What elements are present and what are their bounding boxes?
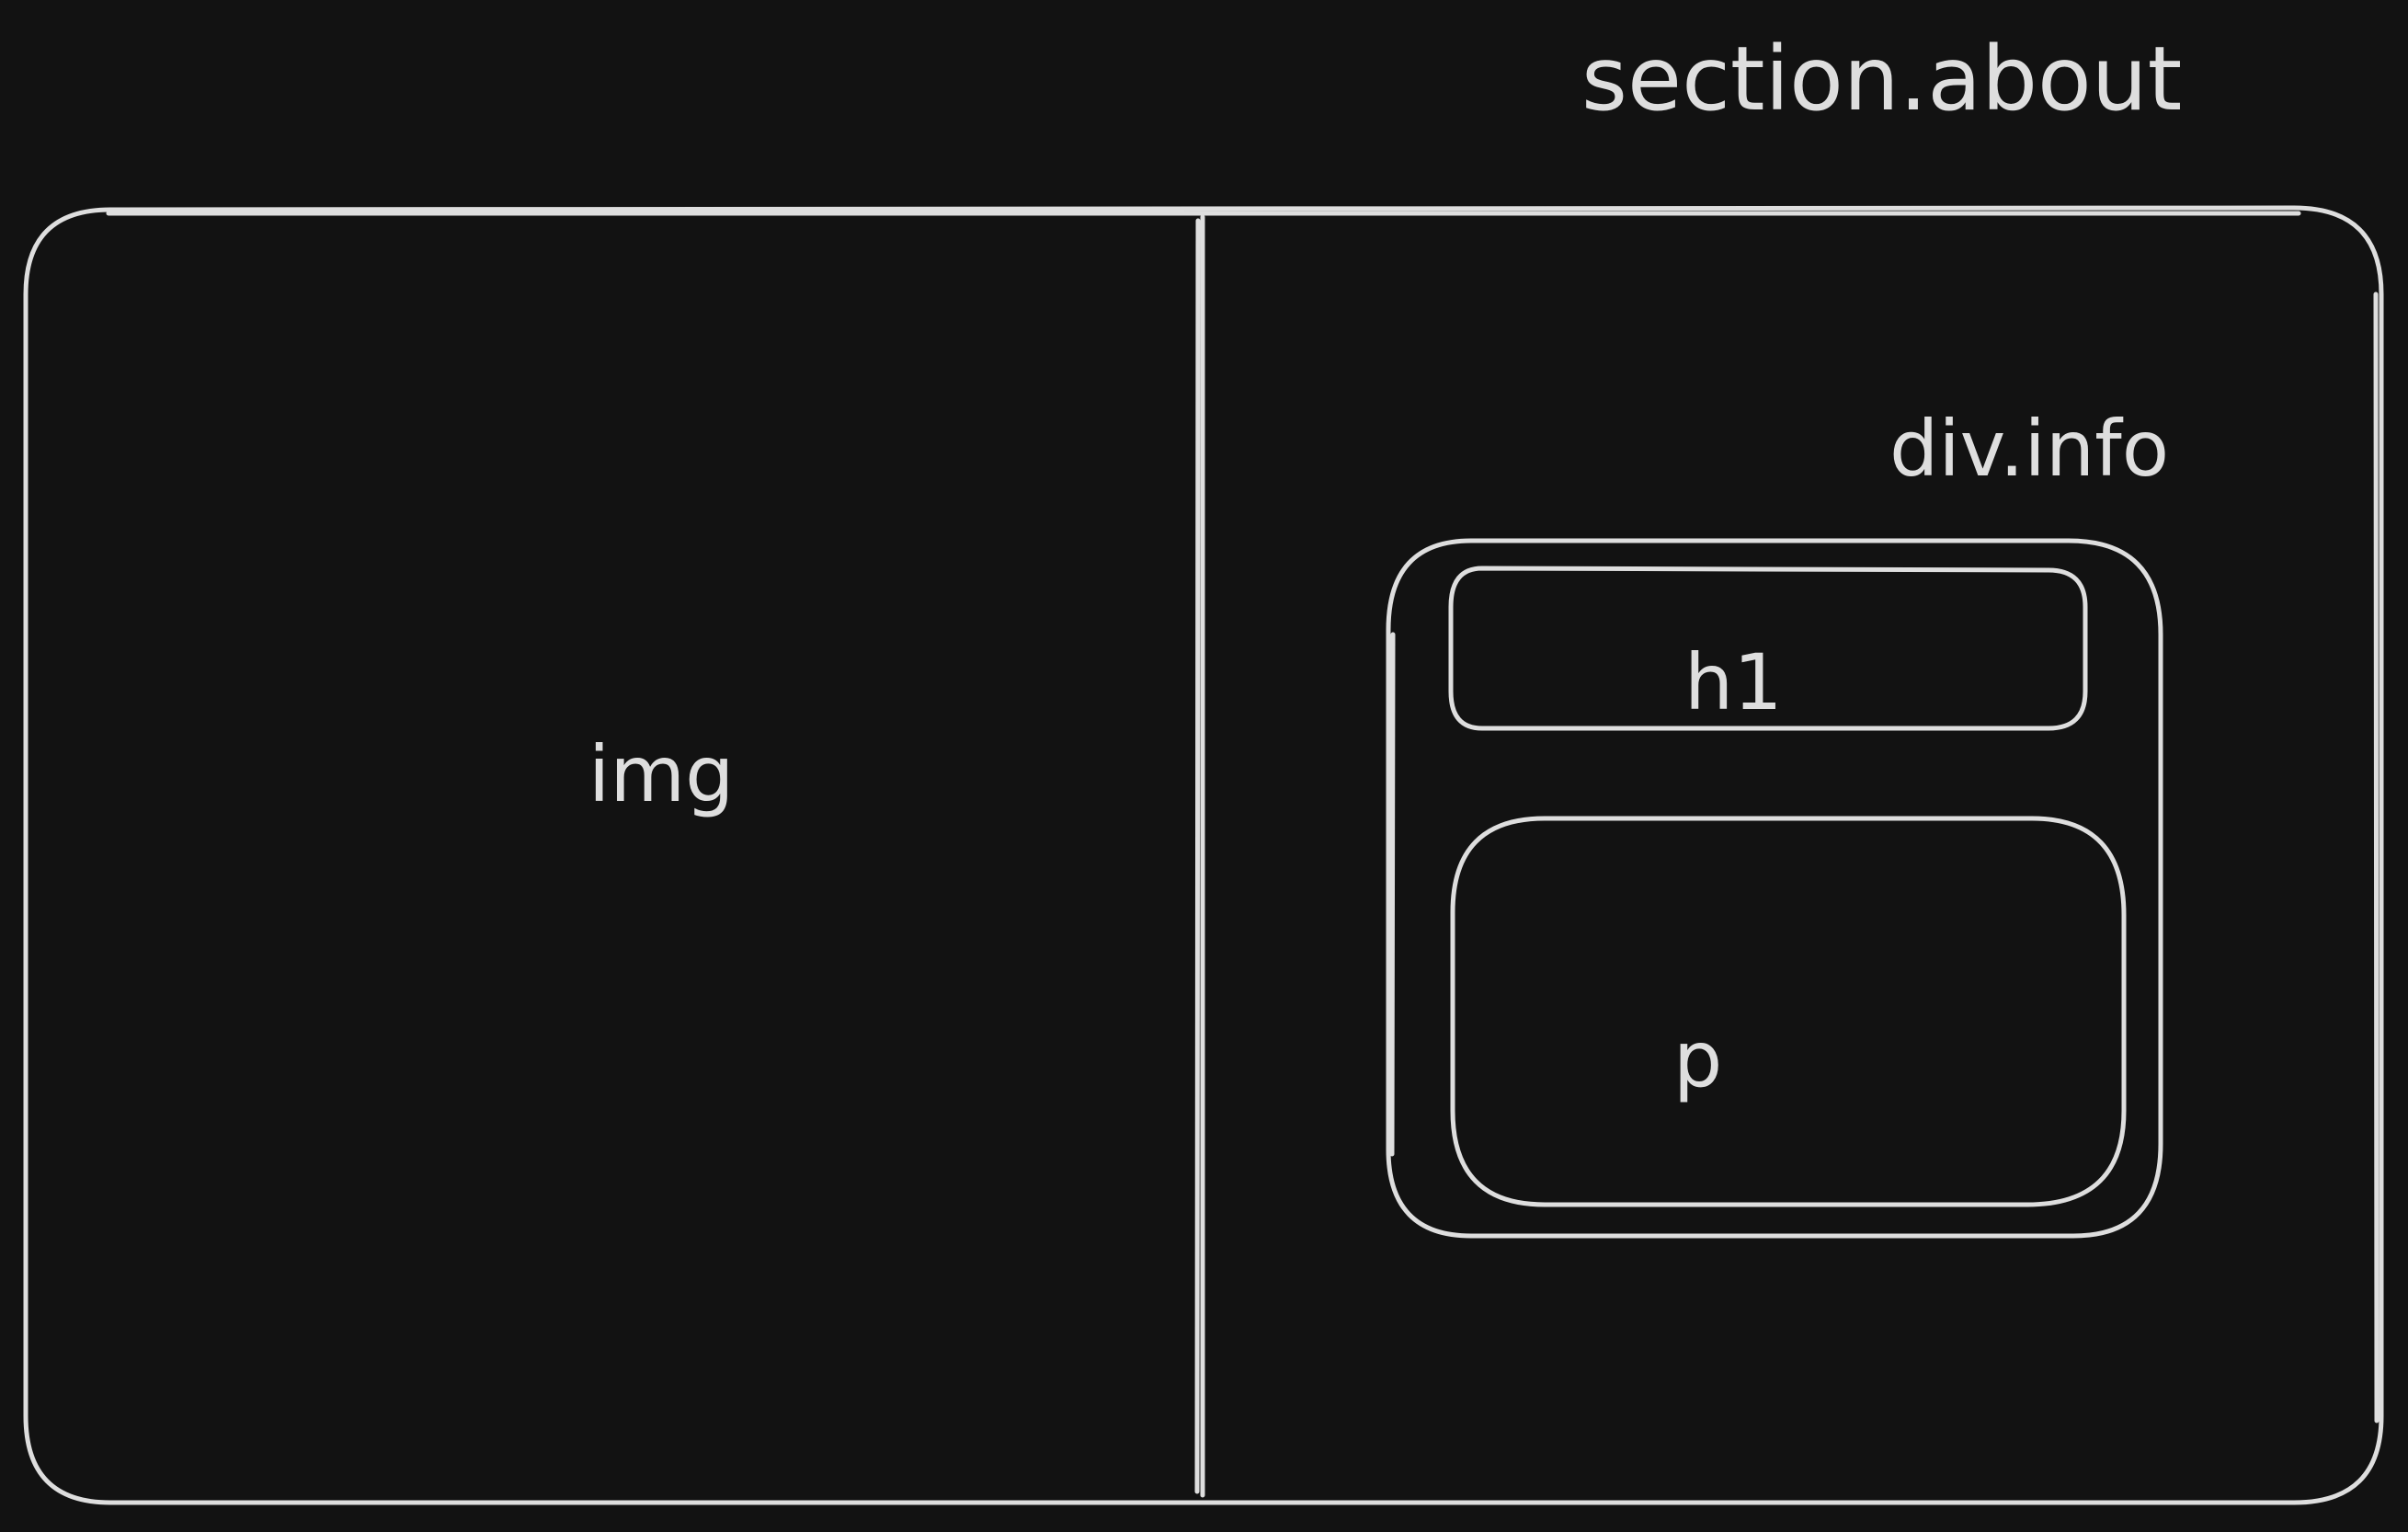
section-box-edge (106, 211, 2379, 1423)
column-divider (1194, 214, 1205, 1498)
img-label: img (588, 729, 735, 819)
info-box (1386, 538, 2163, 1239)
p-label: p (1673, 1014, 1723, 1104)
heading-box (1448, 566, 2088, 731)
info-box-edge (1389, 632, 1396, 1157)
div-info-label: div.info (1889, 404, 2170, 494)
section-about-label: section.about (1581, 28, 2183, 131)
h1-label: h1 (1684, 637, 1783, 727)
paragraph-box (1450, 816, 2127, 1207)
section-box (23, 205, 2384, 1505)
